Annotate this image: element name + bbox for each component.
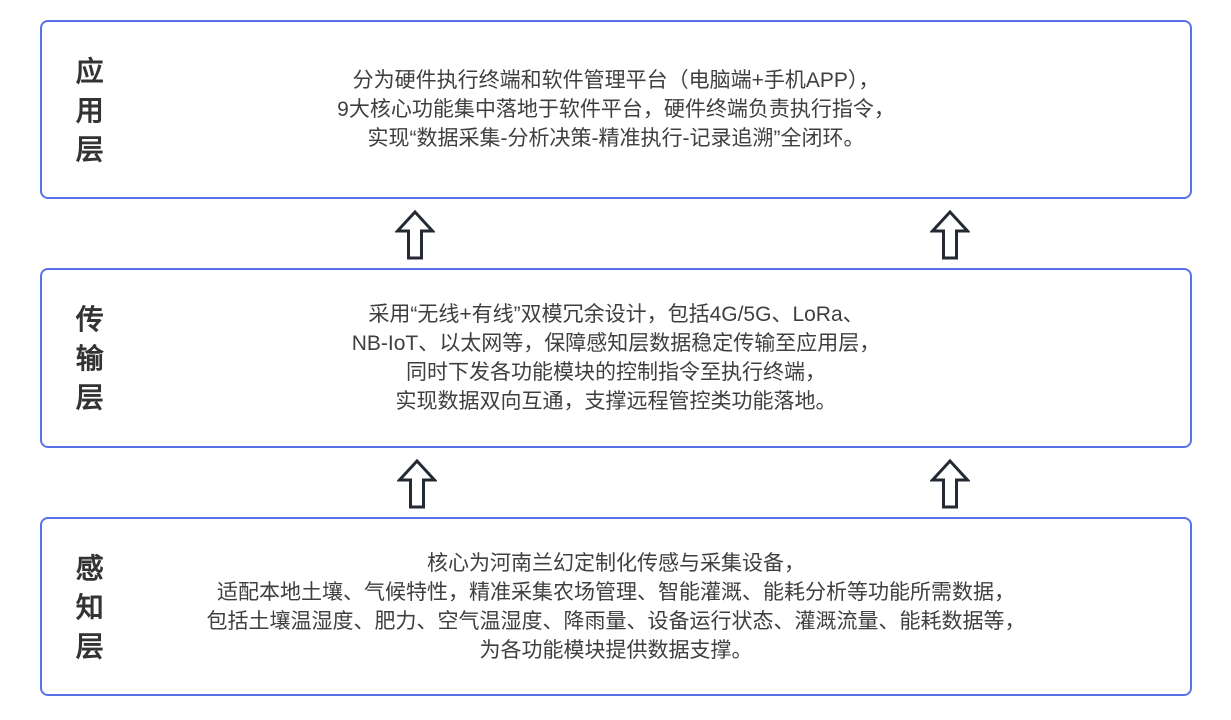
text-line: 包括土壤温湿度、肥力、空气温湿度、降雨量、设备运行状态、灌溉流量、能耗数据等， <box>206 609 1026 633</box>
up-arrow-icon <box>930 459 970 509</box>
up-arrow-icon <box>930 210 970 260</box>
layer-label-transmission: 传输层 <box>72 304 104 422</box>
layer-label-application: 应用层 <box>72 56 104 173</box>
layer-box-application: 应用层 分为硬件执行终端和软件管理平台（电脑端+手机APP）， 9大核心功能集中… <box>40 20 1192 199</box>
text-line: 核心为河南兰幻定制化传感与采集设备， <box>427 551 805 575</box>
up-arrow-icon <box>395 210 435 260</box>
text-line: 实现“数据采集-分析决策-精准执行-记录追溯”全闭环。 <box>367 127 865 150</box>
layer-box-transmission: 传输层 采用“无线+有线”双模冗余设计，包括4G/5G、LoRa、 NB-IoT… <box>40 268 1192 448</box>
text-line: 分为硬件执行终端和软件管理平台（电脑端+手机APP）， <box>352 69 880 92</box>
layer-description-perception: 核心为河南兰幻定制化传感与采集设备， 适配本地土壤、气候特性，精准采集农场管理、… <box>42 549 1190 665</box>
text-line: NB-IoT、以太网等，保障感知层数据稳定传输至应用层， <box>351 332 881 355</box>
text-line: 同时下发各功能模块的控制指令至执行终端， <box>406 361 826 384</box>
layer-description-transmission: 采用“无线+有线”双模冗余设计，包括4G/5G、LoRa、 NB-IoT、以太网… <box>42 300 1190 416</box>
layer-box-perception: 感知层 核心为河南兰幻定制化传感与采集设备， 适配本地土壤、气候特性，精准采集农… <box>40 517 1192 696</box>
text-line: 适配本地土壤、气候特性，精准采集农场管理、智能灌溉、能耗分析等功能所需数据， <box>217 580 1015 604</box>
text-line: 采用“无线+有线”双模冗余设计，包括4G/5G、LoRa、 <box>368 303 864 326</box>
text-line: 为各功能模块提供数据支撑。 <box>479 638 753 662</box>
layer-label-perception: 感知层 <box>72 553 104 670</box>
layer-description-application: 分为硬件执行终端和软件管理平台（电脑端+手机APP）， 9大核心功能集中落地于软… <box>42 66 1190 153</box>
text-line: 实现数据双向互通，支撑远程管控类功能落地。 <box>395 390 837 413</box>
text-line: 9大核心功能集中落地于软件平台，硬件终端负责执行指令， <box>337 98 895 121</box>
up-arrow-icon <box>397 459 437 509</box>
